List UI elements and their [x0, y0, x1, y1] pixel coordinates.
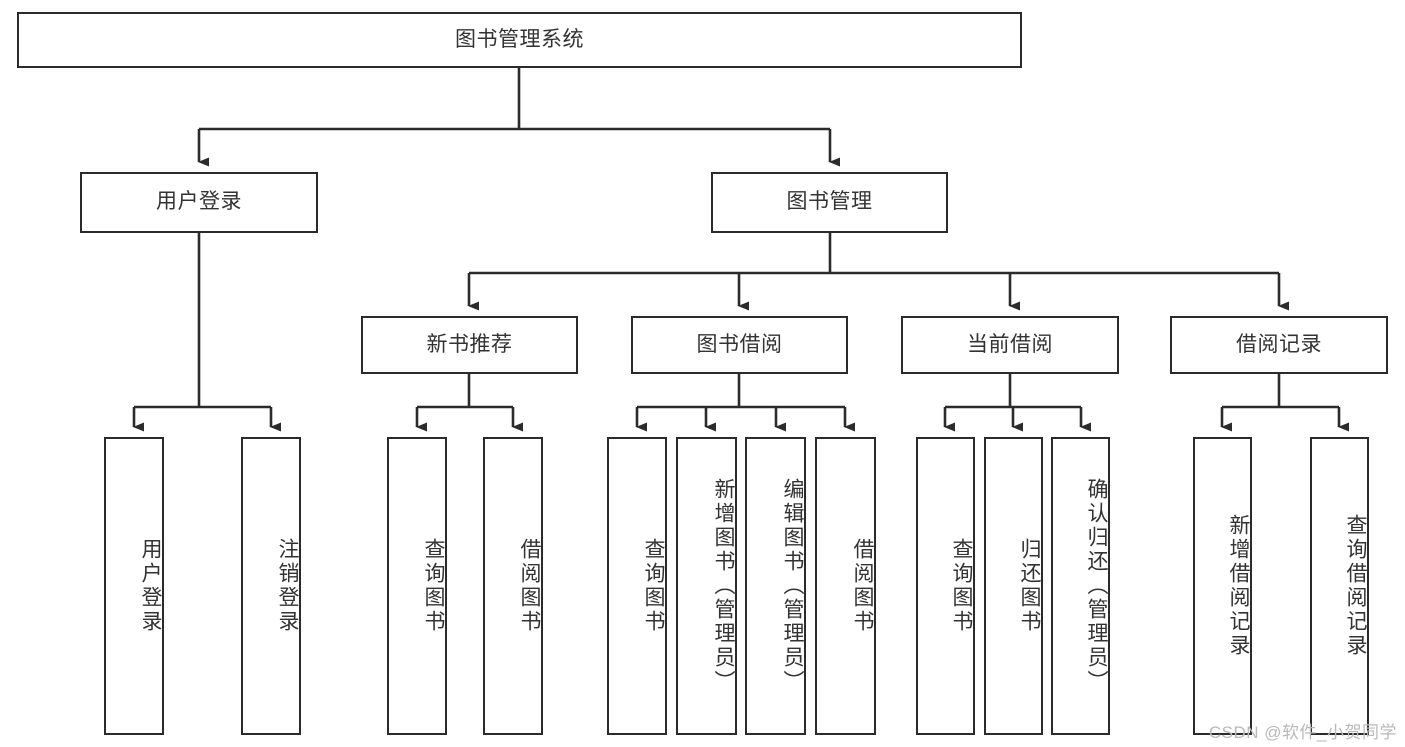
leaf-query-book-borrow[interactable]: 查询图书	[607, 437, 667, 735]
node-book-borrow[interactable]: 图书借阅	[631, 316, 848, 374]
watermark-credit: CSDN @软件_小贺同学	[1208, 723, 1397, 742]
leaf-edit-book-admin[interactable]: 编辑图书（管理员）	[745, 437, 806, 735]
node-new-book-recommend[interactable]: 新书推荐	[361, 316, 578, 374]
leaf-query-book-newbook[interactable]: 查询图书	[387, 437, 447, 735]
node-user-login[interactable]: 用户登录	[80, 172, 318, 233]
node-borrow-record[interactable]: 借阅记录	[1170, 316, 1388, 374]
leaf-borrow-book[interactable]: 借阅图书	[815, 437, 876, 735]
leaf-query-book-current[interactable]: 查询图书	[916, 437, 975, 735]
leaf-user-login[interactable]: 用户登录	[104, 437, 164, 735]
leaf-add-borrow-record[interactable]: 新增借阅记录	[1193, 437, 1252, 735]
leaf-borrow-book-newbook[interactable]: 借阅图书	[483, 437, 543, 735]
leaf-logout-login[interactable]: 注销登录	[241, 437, 301, 735]
node-current-borrow[interactable]: 当前借阅	[901, 316, 1119, 374]
leaf-confirm-return-admin[interactable]: 确认归还（管理员）	[1051, 437, 1110, 735]
node-book-management[interactable]: 图书管理	[711, 172, 948, 233]
leaf-query-borrow-record[interactable]: 查询借阅记录	[1310, 437, 1369, 735]
node-root-system[interactable]: 图书管理系统	[17, 12, 1022, 68]
leaf-add-book-admin[interactable]: 新增图书（管理员）	[676, 437, 737, 735]
leaf-return-book[interactable]: 归还图书	[984, 437, 1043, 735]
